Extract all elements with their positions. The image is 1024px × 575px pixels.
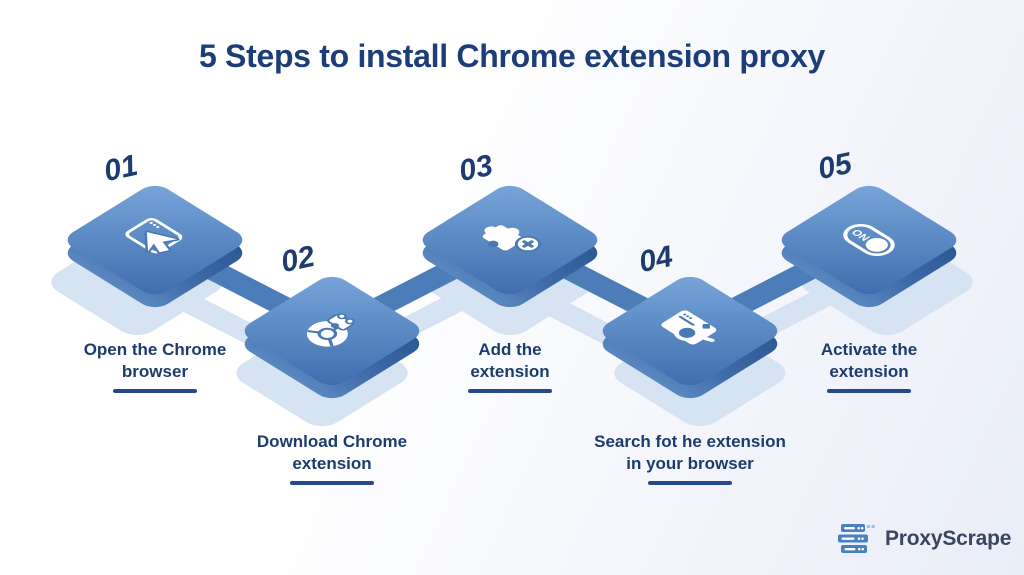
step-3-underline xyxy=(468,388,552,393)
browser-search-icon xyxy=(661,310,717,345)
puzzle-add-icon xyxy=(482,225,542,253)
step-4-tile xyxy=(595,264,795,432)
step-5-label: Activate the extension xyxy=(794,318,944,414)
step-1-tile-face xyxy=(60,181,250,299)
step-4-tile-face xyxy=(595,272,785,390)
step-3-label: Add the extension xyxy=(440,318,580,414)
step-1-label-text: Open the Chrome browser xyxy=(83,340,227,381)
step-3-label-text: Add the extension xyxy=(470,340,550,381)
toggle-on-icon: ON xyxy=(843,224,895,256)
proxyscrape-logo-text: ProxyScrape xyxy=(885,527,1012,550)
step-4-underline xyxy=(648,480,732,485)
proxyscrape-logo: ProxyScrape xyxy=(838,524,1011,554)
browser-cursor-icon xyxy=(125,218,183,254)
step-3-tile xyxy=(415,173,605,341)
step-2-tile xyxy=(227,264,427,432)
step-5-tile-face: ON xyxy=(774,181,964,299)
step-5-tile: ON xyxy=(774,173,982,341)
step-5-label-text: Activate the extension xyxy=(820,340,918,381)
step-1-label: Open the Chrome browser xyxy=(65,318,245,414)
step-2-tile-face xyxy=(237,272,427,390)
step-1-underline xyxy=(113,388,197,393)
step-2-label-text: Download Chrome extension xyxy=(256,432,408,473)
server-stack-icon xyxy=(838,524,875,553)
chrome-extension-icon xyxy=(306,313,355,347)
step-3-tile-face xyxy=(415,181,605,299)
step-4-label-text: Search fot he extension in your browser xyxy=(594,432,786,473)
step-1-tile xyxy=(42,173,250,341)
step-2-underline xyxy=(290,480,374,485)
step-2-label: Download Chrome extension xyxy=(237,410,427,506)
step-4-label: Search fot he extension in your browser xyxy=(570,410,810,506)
page-title: 5 Steps to install Chrome extension prox… xyxy=(198,38,826,74)
step-5-underline xyxy=(827,388,911,393)
